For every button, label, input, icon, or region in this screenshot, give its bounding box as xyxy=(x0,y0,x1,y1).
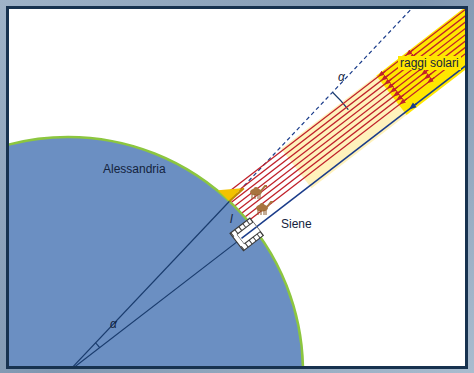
city-label: Alessandria xyxy=(103,162,166,176)
zenith-line xyxy=(229,9,435,201)
light-band xyxy=(281,76,406,189)
angle-label: α xyxy=(110,317,117,331)
ray-arrow xyxy=(408,50,413,54)
sun-ray xyxy=(242,9,465,213)
sun-ray xyxy=(246,9,465,217)
sun-ray xyxy=(232,9,465,202)
gnomon-shadow xyxy=(218,188,242,201)
ray-arrow xyxy=(390,83,395,87)
sun-ray xyxy=(235,9,465,206)
earth xyxy=(9,137,303,366)
ray-arrow xyxy=(393,87,398,91)
ray-arrow xyxy=(387,79,392,83)
well xyxy=(230,218,263,251)
sun-rays-label: raggi solari xyxy=(398,56,461,70)
camel xyxy=(250,186,267,199)
ray-arrow xyxy=(424,70,429,74)
radius-line xyxy=(68,201,229,366)
radius-line xyxy=(68,229,254,366)
gnomon xyxy=(229,188,243,201)
sun-ray xyxy=(249,9,465,220)
ray-arrow xyxy=(399,95,404,99)
ray-arrow xyxy=(381,71,386,75)
sun-ray xyxy=(224,9,465,195)
camel xyxy=(256,202,273,215)
ray-arrow xyxy=(430,77,435,81)
ray-arrow xyxy=(427,74,432,78)
angle-label: α xyxy=(338,70,345,84)
ray-arrow xyxy=(402,99,407,103)
sun-ray xyxy=(228,9,465,199)
ray-arrow xyxy=(396,91,401,95)
ray-arrow xyxy=(412,104,417,108)
city-label: Siene xyxy=(279,217,314,231)
sun-ray xyxy=(239,9,465,209)
well-ray xyxy=(240,9,465,240)
ray-arrow xyxy=(384,75,389,79)
panel: raggi solariαAlessandrialSieneα xyxy=(6,6,468,369)
eratosthenes-illustration xyxy=(9,9,465,366)
angle-arc xyxy=(95,343,99,348)
arc-length-label: l xyxy=(230,212,233,226)
